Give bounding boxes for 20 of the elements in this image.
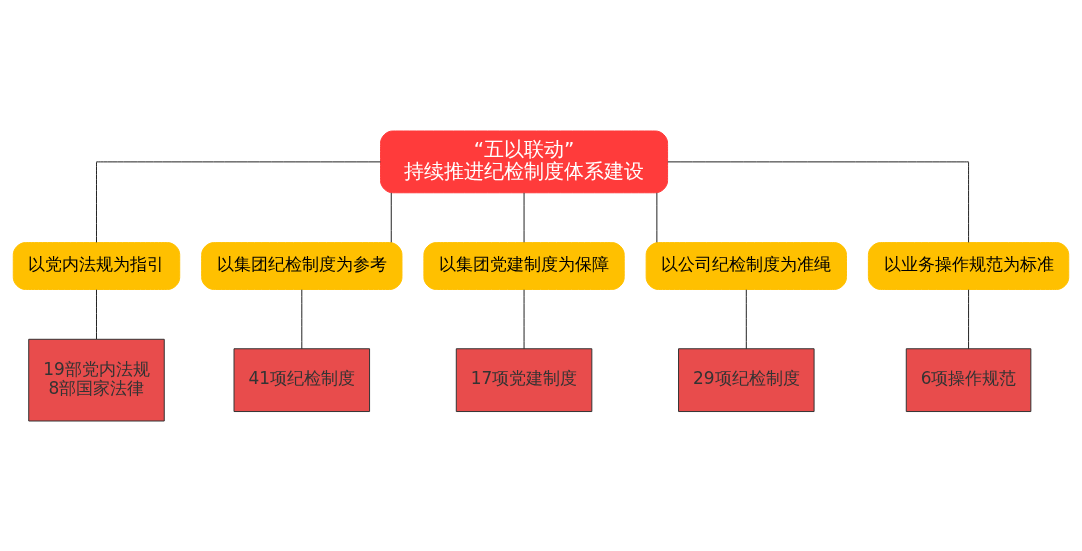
node-box: 19部党内法规 8部国家法律 [28,338,165,421]
node-box: 以公司纪检制度为准绳 [645,241,847,290]
connector [745,288,747,349]
node-box: 41项纪检制度 [233,347,371,412]
connector [390,191,392,243]
node-box: “五以联动” 持续推进纪检制度体系建设 [380,130,669,193]
connector [301,288,303,349]
connector [96,288,97,339]
connector [667,160,970,243]
node-box: 29项纪检制度 [678,347,815,412]
connector [656,191,658,243]
connector [96,160,381,243]
node-box: 以业务操作规范为标准 [867,241,1070,290]
node-box: 17项党建制度 [455,347,593,412]
node-box: 以集团纪检制度为参考 [201,241,403,290]
connector [523,288,525,349]
connector [968,288,970,349]
node-box: 6项操作规范 [905,347,1032,412]
node-box: 以集团党建制度为保障 [423,241,625,290]
node-box: 以党内法规为指引 [12,241,181,290]
